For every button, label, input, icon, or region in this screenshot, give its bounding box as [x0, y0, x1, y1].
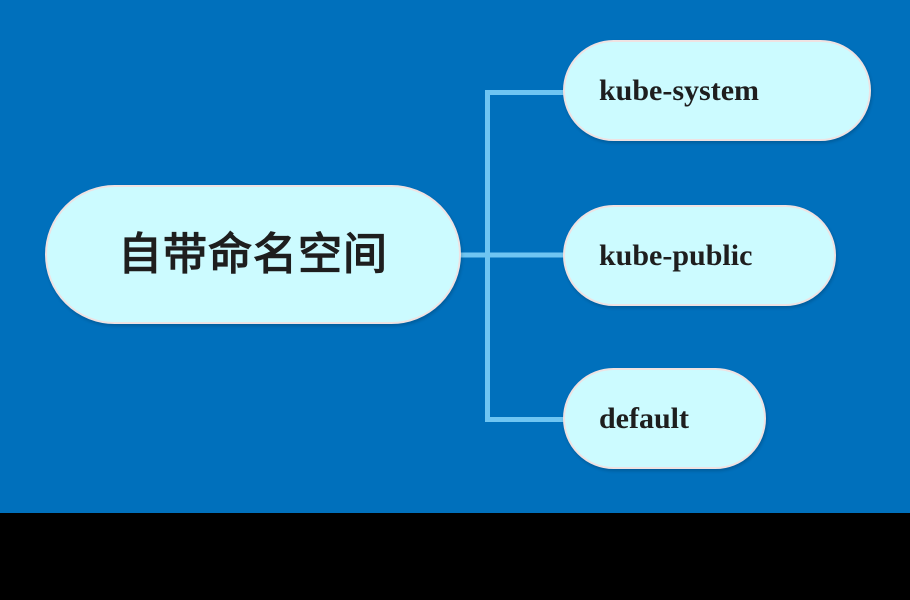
mindmap-node-default[interactable]: default: [563, 368, 766, 469]
mindmap-node-kube-public[interactable]: kube-public: [563, 205, 836, 306]
diagram-canvas: 自带命名空间 kube-system kube-public default: [0, 0, 910, 513]
mindmap-root-node[interactable]: 自带命名空间: [45, 185, 461, 324]
mindmap-node-label: default: [599, 401, 689, 435]
mindmap-node-kube-system[interactable]: kube-system: [563, 40, 871, 141]
mindmap-root-label: 自带命名空间: [118, 228, 388, 280]
mindmap-node-label: kube-system: [599, 73, 760, 107]
mindmap-node-label: kube-public: [599, 238, 753, 272]
bottom-letterbox-bar: [0, 513, 910, 600]
